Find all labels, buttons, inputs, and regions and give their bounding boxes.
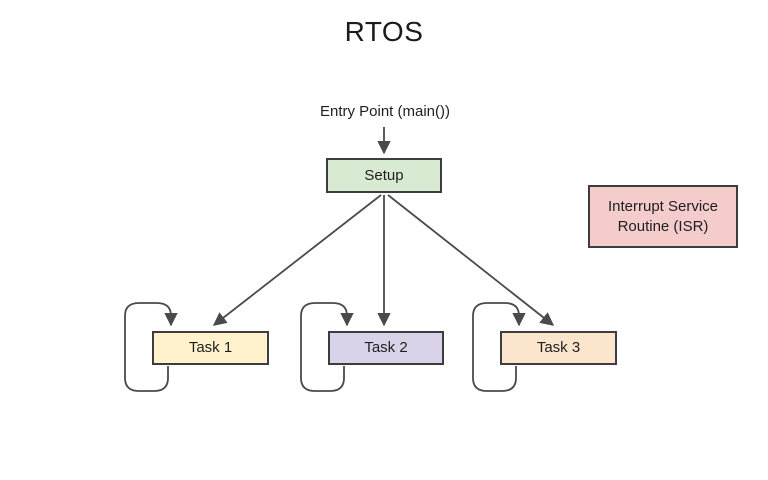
task2-node-label: Task 2 [364,339,408,356]
task1-node: Task 1 [152,331,269,365]
task3-node-label: Task 3 [536,339,581,356]
setup-node-label: Setup [364,166,404,184]
isr-node-label-line2: Routine (ISR) [617,217,709,235]
isr-node-label-line1: Interrupt Service [607,197,719,215]
task1-node-label: Task 1 [188,339,233,356]
task2-node: Task 2 [328,331,444,365]
isr-node: Interrupt Service Routine (ISR) [588,185,738,248]
task2-self-loop-arrow [300,302,354,392]
setup-to-task1-arrow [212,194,382,326]
task1-self-loop-arrow [124,302,178,392]
setup-node: Setup [326,158,442,193]
diagram-title: RTOS [344,16,424,47]
task3-self-loop-arrow [472,302,526,392]
entry-point-label: Entry Point (main()) [319,103,451,120]
task3-node: Task 3 [500,331,617,365]
setup-to-task3-arrow [387,194,555,326]
